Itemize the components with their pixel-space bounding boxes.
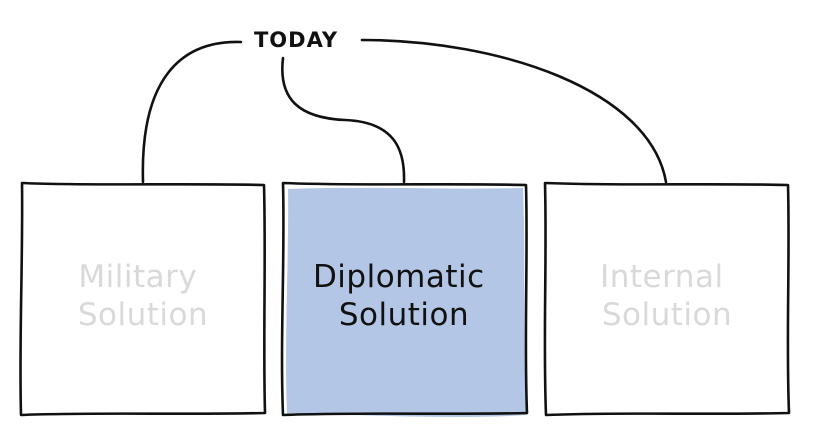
diplomatic-label-line2: Solution — [339, 297, 469, 333]
military-box — [19, 181, 267, 417]
diplomatic-label-line1: Diplomatic — [313, 259, 485, 295]
internal-label-line2: Solution — [602, 297, 732, 333]
today-label: TODAY — [254, 28, 338, 52]
diplomatic-box — [280, 181, 529, 417]
svg-text:Diplomatic Solution: Diplomatic Solution — [313, 259, 495, 333]
internal-box — [543, 181, 791, 417]
option-internal[interactable]: Internal Solution — [543, 181, 791, 417]
svg-text:Military Solution: Military Solution — [78, 259, 208, 333]
connector-to-internal — [360, 38, 668, 184]
diplomatic-box-fill — [286, 187, 527, 417]
connector-to-military — [141, 40, 243, 184]
connector-to-diplomatic — [281, 56, 406, 184]
military-label-line1: Military — [78, 259, 197, 295]
svg-text:Internal Solution: Internal Solution — [600, 259, 734, 333]
military-label-line2: Solution — [78, 297, 208, 333]
option-diplomatic[interactable]: Diplomatic Solution — [280, 181, 529, 417]
option-military[interactable]: Military Solution — [19, 181, 267, 417]
internal-label-line1: Internal — [600, 259, 723, 295]
